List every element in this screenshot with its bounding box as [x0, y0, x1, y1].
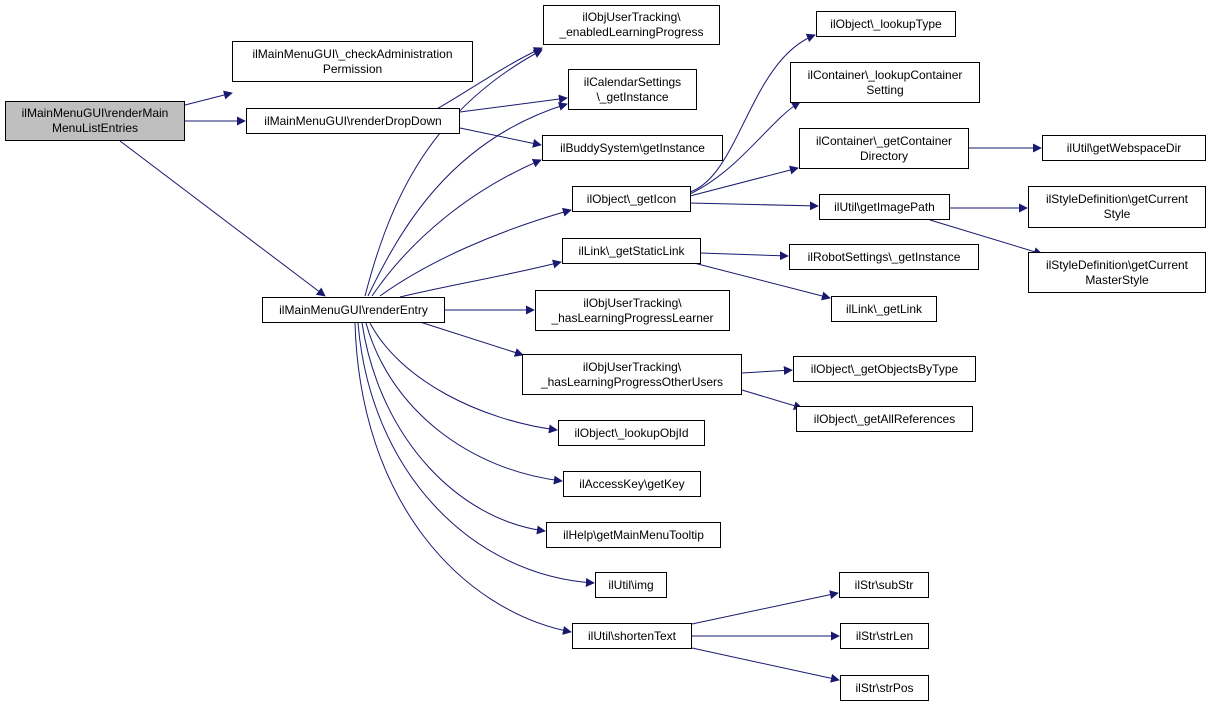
node-util-img[interactable]: ilUtil\img — [595, 572, 667, 598]
edge-static-link-to-robot — [699, 251, 789, 261]
edge-static-link-to-get-link — [689, 261, 831, 301]
edge-root-to-render-entry — [119, 140, 326, 297]
node-check-administration-permission[interactable]: ilMainMenuGUI\_checkAdministration Permi… — [232, 41, 473, 82]
node-has-learning-progress-other-users[interactable]: ilObjUserTracking\ _hasLearningProgressO… — [522, 354, 742, 395]
edge-icon-to-container-dir — [689, 165, 799, 197]
edge-entry-to-get-icon — [379, 207, 572, 297]
edge-entry-to-calendar — [367, 102, 568, 297]
node-object-get-all-references[interactable]: ilObject\_getAllReferences — [796, 406, 973, 432]
node-render-drop-down[interactable]: ilMainMenuGUI\renderDropDown — [246, 108, 460, 134]
edge-entry-to-buddy — [371, 159, 542, 297]
node-str-sub-str[interactable]: ilStr\subStr — [839, 572, 929, 598]
edge-entry-to-lookup-obj-id — [369, 322, 558, 434]
node-object-lookup-obj-id[interactable]: ilObject\_lookupObjId — [558, 420, 705, 446]
node-render-entry[interactable]: ilMainMenuGUI\renderEntry — [262, 297, 445, 323]
edge-entry-to-shorten — [354, 322, 572, 635]
edge-icon-to-container-lookup — [689, 101, 801, 195]
edge-entry-to-static-link — [399, 259, 562, 298]
edge-dropdown-to-enabled-lp — [434, 47, 543, 111]
edge-has-lp-other-to-objects-by-type — [741, 365, 793, 375]
edge-root-to-check-admin — [184, 90, 233, 106]
node-access-key-get-key[interactable]: ilAccessKey\getKey — [563, 471, 701, 497]
edge-entry-to-help — [361, 322, 546, 535]
edge-entry-to-util-img — [357, 322, 595, 587]
node-calendar-settings-get-instance[interactable]: ilCalendarSettings \_getInstance — [568, 69, 697, 110]
node-has-learning-progress-learner[interactable]: ilObjUserTracking\ _hasLearningProgressL… — [535, 290, 730, 331]
node-str-str-pos[interactable]: ilStr\strPos — [840, 675, 929, 701]
node-object-lookup-type[interactable]: ilObject\_lookupType — [816, 11, 956, 37]
node-util-get-image-path[interactable]: ilUtil\getImagePath — [819, 194, 950, 220]
node-link-get-static-link[interactable]: ilLink\_getStaticLink — [562, 238, 701, 264]
node-util-get-webspace-dir[interactable]: ilUtil\getWebspaceDir — [1042, 135, 1206, 161]
edge-dropdown-to-calendar — [459, 94, 568, 113]
edge-has-lp-other-to-all-refs — [741, 389, 803, 410]
edge-image-path-to-style-master — [929, 219, 1043, 256]
node-str-str-len[interactable]: ilStr\strLen — [840, 623, 929, 649]
edge-dropdown-to-buddy — [459, 127, 542, 148]
node-container-get-container-directory[interactable]: ilContainer\_getContainer Directory — [799, 128, 969, 169]
node-style-definition-get-current-master-style[interactable]: ilStyleDefinition\getCurrent MasterStyle — [1028, 252, 1206, 293]
edge-entry-to-access-key — [365, 322, 563, 485]
node-robot-settings-get-instance[interactable]: ilRobotSettings\_getInstance — [789, 244, 979, 270]
edge-entry-to-enabled-lp — [364, 49, 543, 297]
node-object-get-icon[interactable]: ilObject\_getIcon — [572, 186, 691, 212]
edge-shorten-to-substr — [691, 590, 839, 625]
node-enabled-learning-progress[interactable]: ilObjUserTracking\ _enabledLearningProgr… — [543, 5, 720, 45]
edge-icon-to-image-path — [689, 201, 819, 211]
edge-icon-to-lookup-type — [689, 33, 816, 193]
node-buddy-system-get-instance[interactable]: ilBuddySystem\getInstance — [542, 135, 723, 161]
edge-shorten-to-strpos — [691, 647, 840, 683]
node-render-main-menu-list-entries: ilMainMenuGUI\renderMain MenuListEntries — [5, 101, 185, 141]
edge-entry-to-has-lp-other — [419, 321, 524, 357]
node-object-get-objects-by-type[interactable]: ilObject\_getObjectsByType — [793, 356, 976, 382]
node-link-get-link[interactable]: ilLink\_getLink — [831, 296, 937, 322]
node-help-get-main-menu-tooltip[interactable]: ilHelp\getMainMenuTooltip — [546, 522, 721, 548]
node-style-definition-get-current-style[interactable]: ilStyleDefinition\getCurrent Style — [1028, 186, 1206, 228]
node-util-shorten-text[interactable]: ilUtil\shortenText — [572, 623, 692, 649]
node-container-lookup-container-setting[interactable]: ilContainer\_lookupContainer Setting — [790, 62, 980, 103]
